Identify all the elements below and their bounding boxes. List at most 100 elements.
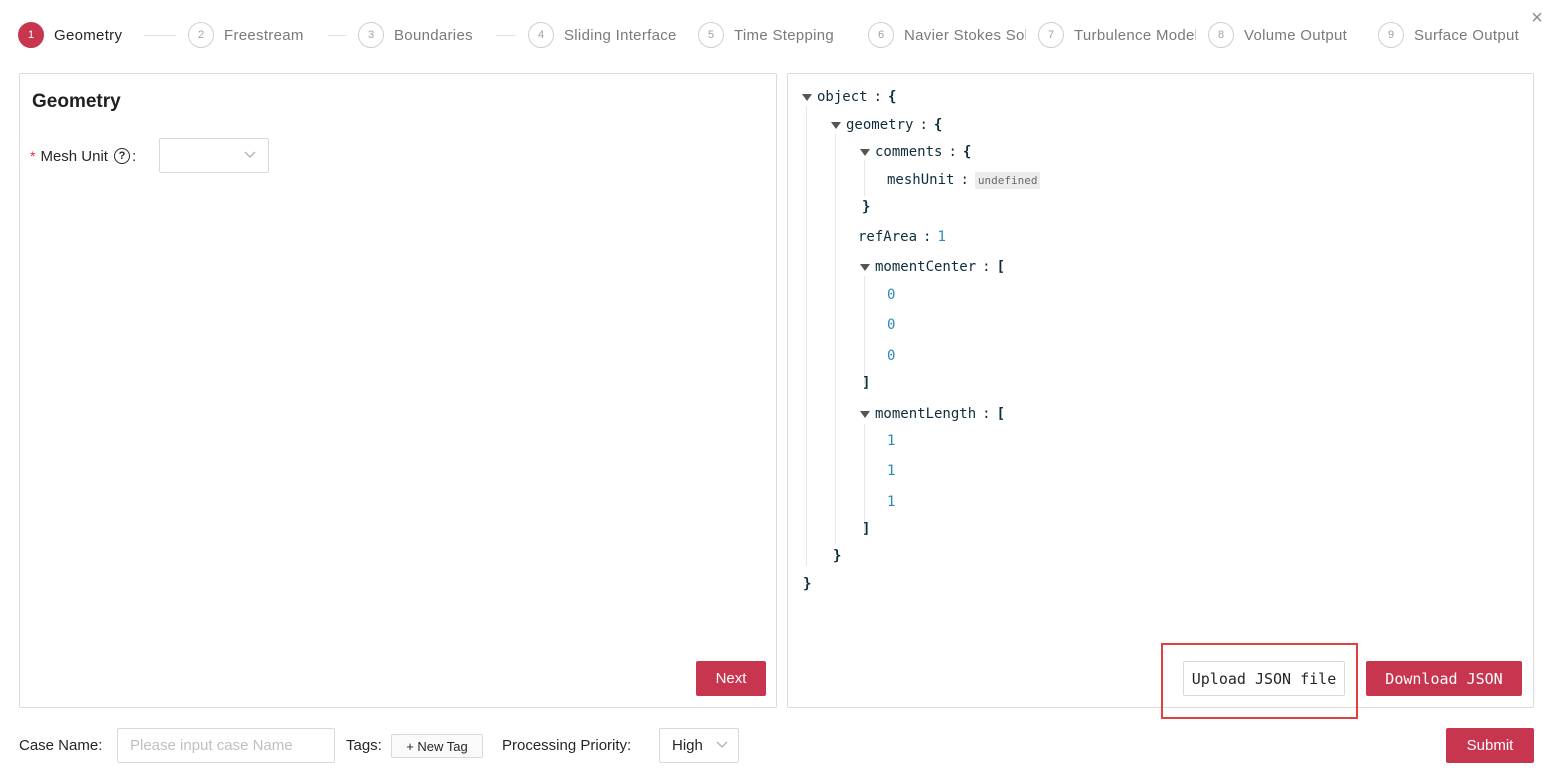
upload-highlight-box [1161,643,1358,719]
step-number: 4 [528,22,554,48]
json-array-item: 1 [887,431,895,451]
json-number: 0 [887,348,896,364]
step-number: 3 [358,22,384,48]
step-volume-output[interactable]: 8 Volume Output [1208,20,1368,50]
step-number: 5 [698,22,724,48]
json-array-item: 0 [887,346,895,366]
json-key: momentCenter [875,259,977,275]
json-close-brace: } [862,197,870,217]
step-label: Sliding Interface [564,26,677,44]
json-node-geometry[interactable]: geometry : { [831,115,942,135]
step-navier-stokes[interactable]: 6 Navier Stokes Solver [868,20,1028,50]
json-close-brace: } [803,574,811,594]
json-number: 0 [887,317,896,333]
json-number: 1 [887,463,896,479]
json-key: momentLength [875,406,977,422]
json-node-comments[interactable]: comments : { [860,142,971,162]
json-close-bracket: ] [862,519,870,539]
step-time-stepping[interactable]: 5 Time Stepping [698,20,858,50]
json-node-momentlength[interactable]: momentLength : [ [860,404,1005,424]
step-label: Turbulence Model [1074,26,1196,44]
json-bracket: [ [996,406,1006,422]
tags-label: Tags: [346,737,382,754]
step-label: Surface Output [1414,26,1520,44]
new-tag-button[interactable]: + New Tag [391,734,483,758]
step-geometry[interactable]: 1 Geometry [18,20,138,50]
form-panel: Geometry * Mesh Unit ? : Next [19,73,777,708]
collapse-triangle-icon[interactable] [802,93,812,101]
tree-guide-line [864,276,865,384]
step-number: 9 [1378,22,1404,48]
step-sliding-interface[interactable]: 4 Sliding Interface [528,20,686,50]
json-bracket: ] [862,521,871,537]
form-title: Geometry [32,91,121,112]
mesh-unit-row: * Mesh Unit ? : [30,139,136,173]
json-separator: : [982,406,991,422]
case-name-input[interactable]: Please input case Name [117,728,335,763]
collapse-triangle-icon[interactable] [860,148,870,156]
step-label: Time Stepping [734,26,835,44]
mesh-unit-select[interactable] [159,138,269,173]
step-connector [496,35,516,36]
json-number: 1 [937,229,946,245]
collapse-triangle-icon[interactable] [860,410,870,418]
json-key: refArea [858,229,918,245]
step-label: Boundaries [394,26,473,44]
json-separator: : [919,117,928,133]
json-brace: } [803,576,812,592]
case-name-label: Case Name: [19,737,103,754]
collapse-triangle-icon[interactable] [860,263,870,271]
step-label: Freestream [224,26,304,44]
bottom-bar: Case Name: Please input case Name Tags: … [19,728,1534,763]
step-number: 7 [1038,22,1064,48]
json-undefined-value: undefined [974,171,1041,189]
step-surface-output[interactable]: 9 Surface Output [1378,20,1538,50]
json-key: geometry [846,117,914,133]
submit-button[interactable]: Submit [1446,728,1534,763]
json-array-item: 1 [887,461,895,481]
json-bracket: ] [862,375,871,391]
download-json-button[interactable]: Download JSON [1366,661,1522,696]
chevron-down-icon [716,738,728,753]
json-node-meshunit: meshUnit : undefined [887,170,1041,190]
json-array-item: 0 [887,285,895,305]
json-array-item: 1 [887,492,895,512]
json-number: 1 [887,433,896,449]
json-node-refarea: refArea : 1 [858,227,946,247]
priority-label: Processing Priority: [502,737,632,754]
step-turbulence-model[interactable]: 7 Turbulence Model [1038,20,1198,50]
json-brace: { [888,89,897,105]
steps-bar: 1 Geometry 2 Freestream 3 Boundaries 4 S… [18,20,1538,50]
step-freestream[interactable]: 2 Freestream [188,20,338,50]
json-node-momentcenter[interactable]: momentCenter : [ [860,257,1005,277]
upload-json-button[interactable]: Upload JSON file [1183,661,1345,696]
json-array-item: 0 [887,315,895,335]
help-icon[interactable]: ? [113,148,130,164]
json-close-brace: } [833,546,841,566]
json-key: comments [875,144,943,160]
step-number: 2 [188,22,214,48]
step-number: 1 [18,22,44,48]
json-separator: : [948,144,957,160]
chevron-down-icon [244,148,256,163]
json-bracket: [ [996,259,1006,275]
priority-value: High [672,737,703,754]
next-button[interactable]: Next [696,661,766,696]
tree-guide-line [806,106,807,566]
priority-select[interactable]: High [659,728,739,763]
step-label: Navier Stokes Solver [904,26,1026,44]
step-boundaries[interactable]: 3 Boundaries [358,20,518,50]
json-brace: { [933,117,943,133]
json-node-object[interactable]: object : { [802,87,896,107]
json-number: 0 [887,287,896,303]
close-icon[interactable]: × [1531,7,1543,29]
tree-guide-line [835,134,836,544]
json-viewer-panel: object : { geometry : { comments : { mes… [787,73,1534,719]
step-connector [328,35,346,36]
required-mark: * [30,148,36,164]
json-key: meshUnit [887,172,955,188]
json-brace: } [833,548,842,564]
step-connector [144,35,176,36]
json-separator: : [873,89,883,105]
collapse-triangle-icon[interactable] [831,121,841,129]
